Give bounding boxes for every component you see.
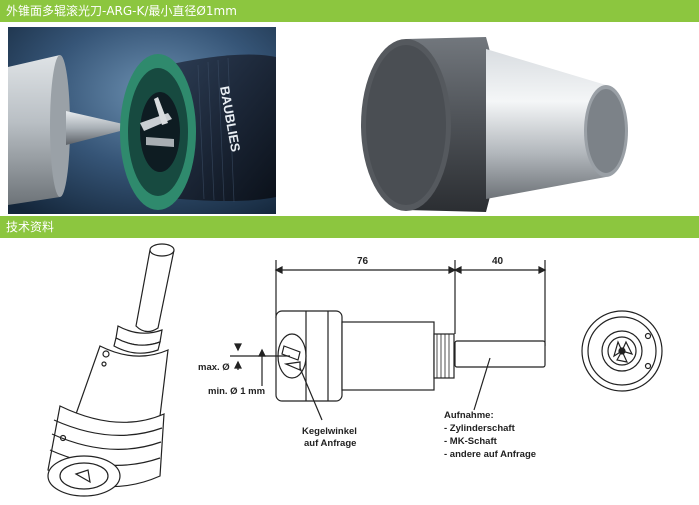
min-diameter-label: min. Ø 1 mm [208, 386, 265, 397]
technical-drawing: 76 40 max. Ø min. Ø 1 mm Kegelwinkel auf… [47, 243, 663, 497]
shank-option-2: - MK-Schaft [444, 436, 498, 447]
tool-in-use-photo: BAUBLIES [8, 27, 276, 214]
shank-title: Aufnahme: [444, 410, 494, 421]
cone-angle-label: Kegelwinkel [302, 426, 357, 437]
dimension-76: 76 [357, 256, 369, 267]
dimension-40: 40 [492, 256, 504, 267]
section-bar: 技术资料 [0, 216, 699, 238]
shank-option-3: - andere auf Anfrage [444, 449, 536, 460]
max-diameter-label: max. Ø [198, 362, 230, 373]
page-title: 外锥面多辊滚光刀-ARG-K/最小直径Ø1mm [6, 4, 237, 18]
cone-angle-note: auf Anfrage [304, 438, 356, 449]
side-view [230, 260, 547, 421]
cone-part-photo [276, 27, 691, 214]
header-bar: 外锥面多辊滚光刀-ARG-K/最小直径Ø1mm [0, 0, 699, 22]
front-view [581, 310, 663, 392]
shank-option-1: - Zylinderschaft [444, 423, 516, 434]
isometric-view [47, 243, 175, 497]
section-title: 技术资料 [6, 220, 55, 234]
